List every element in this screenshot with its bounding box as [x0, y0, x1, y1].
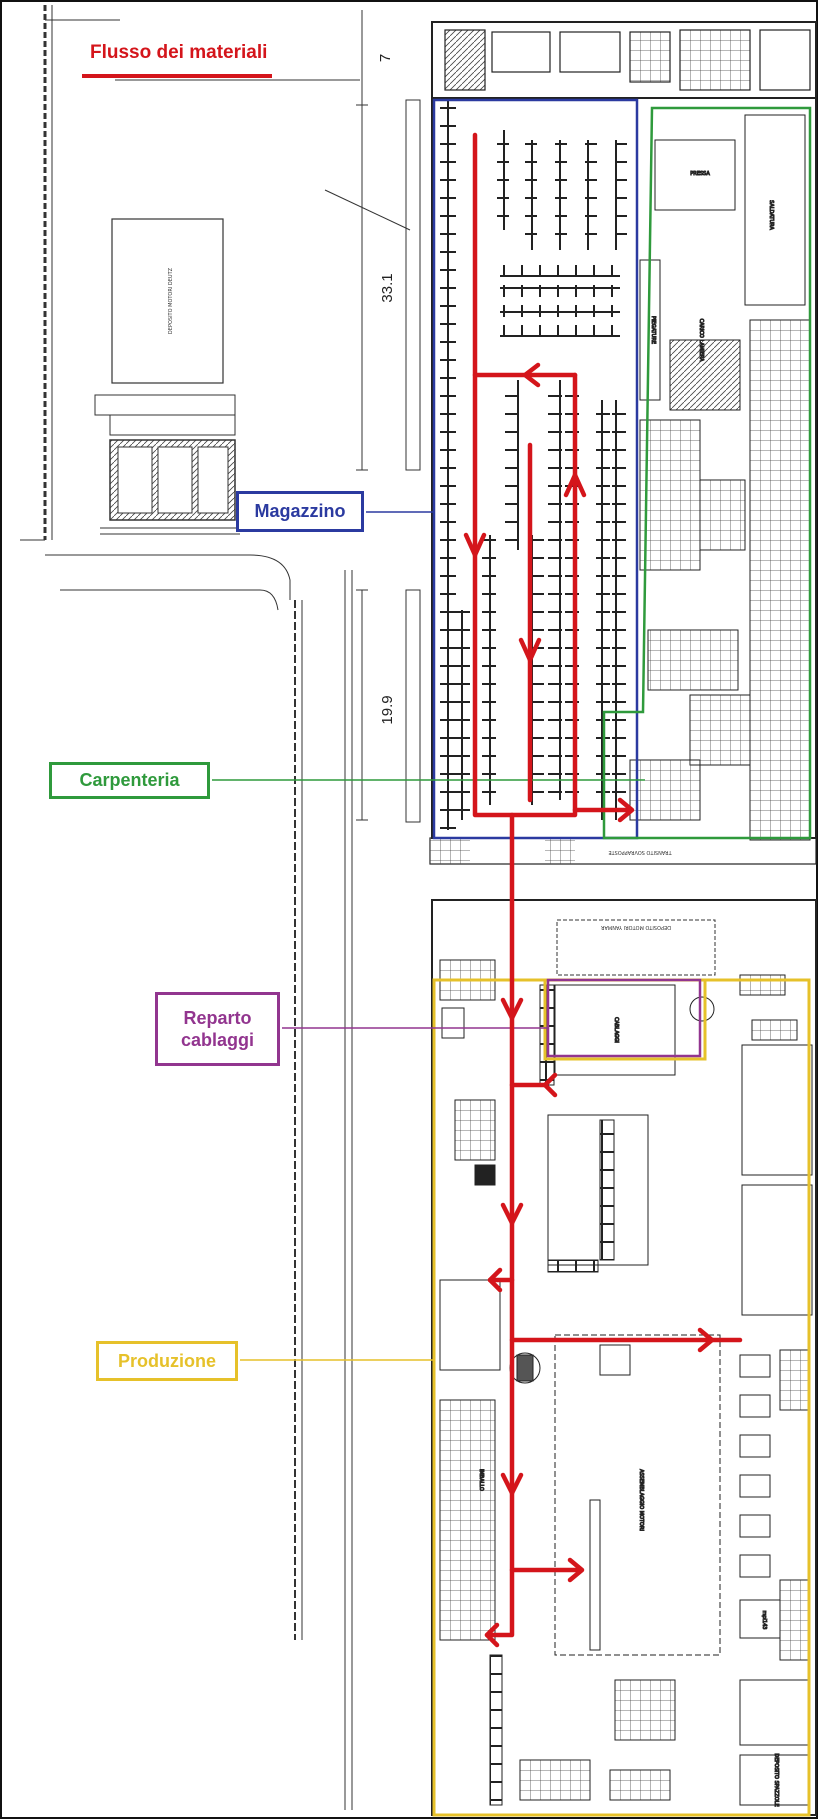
- cablaggi-area: [546, 978, 702, 1058]
- deposito-motori-deutz: DEPOSITO MOTORI DEUTZ: [111, 218, 224, 384]
- warehouse-racks: [440, 100, 627, 830]
- legend-title: Flusso dei materiali: [90, 42, 268, 63]
- svg-text:SALDATURA: SALDATURA: [768, 200, 774, 230]
- carpentry-machines: PRESSA SALDATURA PIEGATURE CARICO LAMIER…: [629, 114, 811, 841]
- deposito-motori-yanmar: DEPOSITO MOTORI YANMAR: [556, 919, 716, 976]
- svg-text:DEPOSITO MOTORI YANMAR: DEPOSITO MOTORI YANMAR: [600, 924, 671, 930]
- produzione-label: Produzione: [96, 1341, 238, 1381]
- svg-text:PRESSA: PRESSA: [690, 171, 710, 177]
- dimension-lines: [324, 10, 421, 823]
- svg-text:CARICO LAMIERA: CARICO LAMIERA: [698, 319, 704, 362]
- callout-connectors: [212, 511, 645, 1361]
- svg-text:mpi143: mpi143: [761, 1611, 767, 1630]
- svg-text:ASSEMBLAGGIO MOTORI: ASSEMBLAGGIO MOTORI: [638, 1469, 644, 1531]
- produzione-inner: [543, 980, 707, 1061]
- reparto-cablaggi-line2: cablaggi: [180, 1030, 255, 1050]
- dimension-19-9: 19.9: [379, 695, 396, 724]
- legend-line: [82, 74, 272, 78]
- material-flow: [463, 132, 743, 1648]
- dimension-7: 7: [377, 54, 394, 62]
- magazzino-area: [432, 98, 639, 840]
- reparto-cablaggi-label: Reparto cablaggi: [155, 992, 280, 1066]
- svg-text:CABLAGGI: CABLAGGI: [613, 1017, 619, 1043]
- svg-text:DEPOSITO MOTORI DEUTZ: DEPOSITO MOTORI DEUTZ: [168, 267, 174, 334]
- dimension-33-1: 33.1: [379, 273, 396, 302]
- svg-text:IMBALLO: IMBALLO: [478, 1469, 484, 1491]
- svg-text:DEPOSITO SPAZZOLE: DEPOSITO SPAZZOLE: [773, 1753, 779, 1806]
- svg-text:PIEGATURE: PIEGATURE: [650, 316, 656, 344]
- offices-top: [431, 21, 817, 99]
- carpenteria-label: Carpenteria: [49, 762, 210, 799]
- service-building: [94, 394, 240, 535]
- svg-text:TRANSITO SOVRAPPOSTE: TRANSITO SOVRAPPOSTE: [608, 849, 672, 855]
- production-equipment: CABLAGGI ASSEMBLAGGIO MOTORI mpi143 DEPO…: [439, 959, 813, 1807]
- magazzino-label: Magazzino: [236, 491, 364, 532]
- carpenteria-area: [602, 106, 812, 840]
- transit-band: TRANSITO SOVRAPPOSTE: [429, 837, 817, 865]
- site-boundary: [20, 5, 360, 1810]
- reparto-cablaggi-line1: Reparto: [183, 1007, 252, 1028]
